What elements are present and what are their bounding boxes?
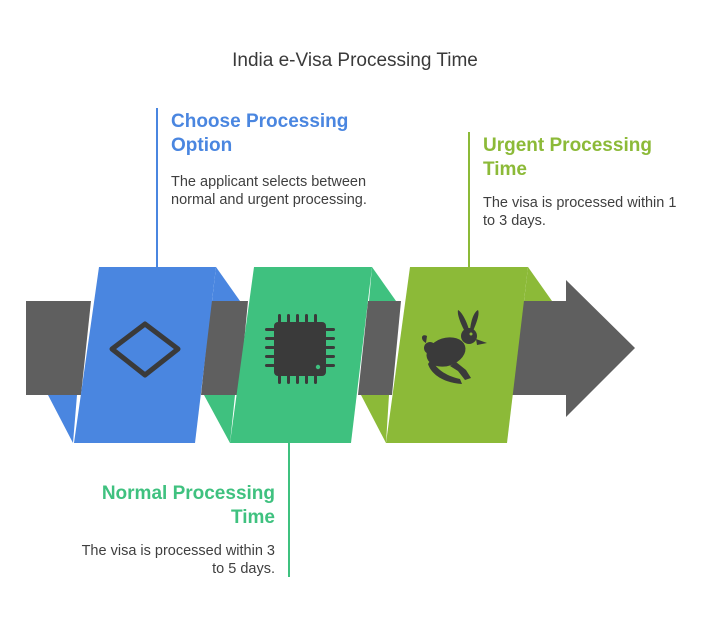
step-1-title: Choose Processing Option — [171, 111, 349, 156]
arrow-segment-2 — [358, 301, 401, 395]
step-1-description: The applicant selects between normal and… — [171, 174, 367, 208]
diamond-icon — [109, 321, 181, 378]
fold-green-top — [369, 267, 396, 301]
fold-green-bottom — [204, 395, 235, 443]
fold-lime-bottom — [361, 395, 389, 443]
diagram-title: India e-Visa Processing Time — [232, 50, 478, 71]
arrow-band — [26, 280, 635, 417]
step-3-title: Urgent Processing Time — [483, 135, 652, 180]
fold-lime-top — [524, 267, 552, 301]
step-2-title: Normal Processing Time — [101, 483, 275, 528]
step-3-description: The visa is processed within 1 to 3 days… — [483, 195, 677, 229]
arrow-tail — [26, 301, 91, 395]
rabbit-icon — [421, 310, 487, 384]
arrow-head — [511, 280, 635, 417]
step-1-panel — [74, 267, 216, 443]
chip-icon — [265, 314, 335, 384]
fold-blue-bottom — [48, 395, 77, 443]
step-2-description: The visa is processed within 3 to 5 days… — [81, 543, 275, 577]
arrow-segment-1 — [201, 301, 248, 395]
fold-blue-top — [212, 267, 240, 301]
